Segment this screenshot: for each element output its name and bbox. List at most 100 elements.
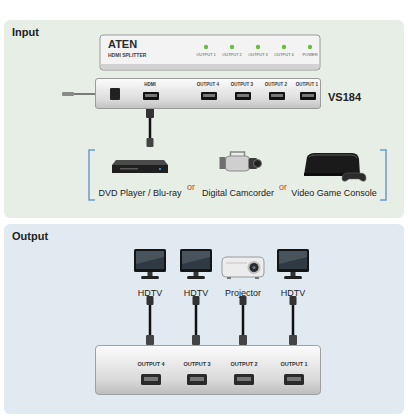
device-label: HDTV [281,288,306,299]
camcorder-lens [253,160,261,168]
tv-frame [134,249,166,272]
splitter-front [100,35,320,70]
projector-foot [227,277,231,279]
tv-neck [194,272,199,276]
device-label: Video Game Console [291,188,376,199]
hdmi-port-pins [203,94,215,97]
splitter-front-base [101,64,319,69]
disc-slot [120,168,138,170]
led-label: OUTPUT 2 [222,53,242,57]
camcorder-body [225,156,249,171]
tv-gloss [136,251,164,264]
player-top [112,160,168,165]
led-label: POWER [302,53,317,57]
hdmi-port [284,374,304,385]
status-led [256,45,260,49]
splitter-rear-panel: VS184 [95,78,321,109]
console-body [304,153,360,175]
led-label: OUTPUT 1 [196,53,216,57]
game-console: Video Game Console [288,148,380,194]
hdmi-port [300,92,316,100]
model-name: VS184 [328,92,361,103]
brand-logo: ATEN [108,39,137,50]
power-plug [62,92,74,96]
tv-gloss [182,251,210,264]
hdmi-plug [193,296,200,305]
source-bracket [89,150,95,200]
panel-heading: Output [12,230,48,242]
tv-screen [136,251,164,269]
hdmi-port [143,92,159,100]
tv-screen [279,251,307,269]
hdmi-port [141,374,161,385]
hdmi-port-pins [237,377,251,381]
hdmi-plug [146,335,154,345]
digital-camcorder-icon [199,148,278,182]
hdmi-port-pins [190,377,204,381]
port-label: OUTPUT 1 [280,362,307,368]
led-label: OUTPUT 3 [248,53,268,57]
hdmi-plug [239,335,247,345]
device-label: HDTV [184,288,209,299]
tv-neck [291,272,296,276]
projector: Projector [219,248,267,294]
port-label: OUTPUT 3 [231,83,253,88]
status-led [282,45,286,49]
hdtv-icon [273,248,313,282]
device-label: Projector [225,288,261,299]
panel-heading: Input [12,26,39,38]
hdtv-icon [130,248,170,282]
projector-icon [219,248,267,282]
tv-frame [277,249,309,272]
power-jack [110,88,120,100]
output-panel-art [96,346,322,396]
hdmi-plug [147,296,154,305]
status-led [230,45,234,49]
input-panel: InputVS184DVD Player / Blu-ray Digital Ca… [4,20,404,218]
projector-line [226,263,247,264]
hdtv-icon [176,248,216,282]
camcorder-handle [230,152,244,156]
port-label: OUTPUT 4 [137,362,164,368]
hdmi-port-pins [237,94,249,97]
status-led [308,45,312,49]
tv-base [284,276,302,279]
hdmi-plug [146,108,154,118]
hdmi-plug [192,335,200,345]
hdmi-plug [290,296,297,305]
player-led [159,168,161,170]
hdmi-port [235,92,251,100]
port-label: OUTPUT 3 [183,362,210,368]
status-led [204,45,208,49]
projector-foot [255,277,259,279]
digital-camcorder: Digital Camcorder [199,148,278,194]
console-highlight [309,155,357,158]
or-separator: or [279,183,287,192]
projector-lens-ring [248,261,261,274]
hdmi-port-pins [144,377,158,381]
output-panel: OutputHDTVHDTVProjectorHDTVOUTPUT 4OUTPU… [4,224,404,414]
hdmi-port [201,92,217,100]
projector-body [222,257,264,277]
port-label: OUTPUT 1 [296,83,318,88]
model-label: HDMI SPLITTER [108,53,146,58]
hdmi-cable [149,296,152,345]
hdmi-port [187,374,207,385]
projector-lens [250,263,259,272]
hdmi-port-pins [145,94,157,97]
hdmi-port [234,374,254,385]
hdmi-cable [292,296,295,345]
hdmi-cable [195,296,198,345]
hdtv: HDTV [273,248,313,294]
projector-lens-glint [253,266,256,269]
or-separator: or [187,183,195,192]
tv-base [187,276,205,279]
device-label: DVD Player / Blu-ray [98,188,181,199]
tv-frame [180,249,212,272]
hdmi-plug [289,335,297,345]
camcorder-screen [219,157,225,169]
port-label: HDMI [144,83,156,88]
